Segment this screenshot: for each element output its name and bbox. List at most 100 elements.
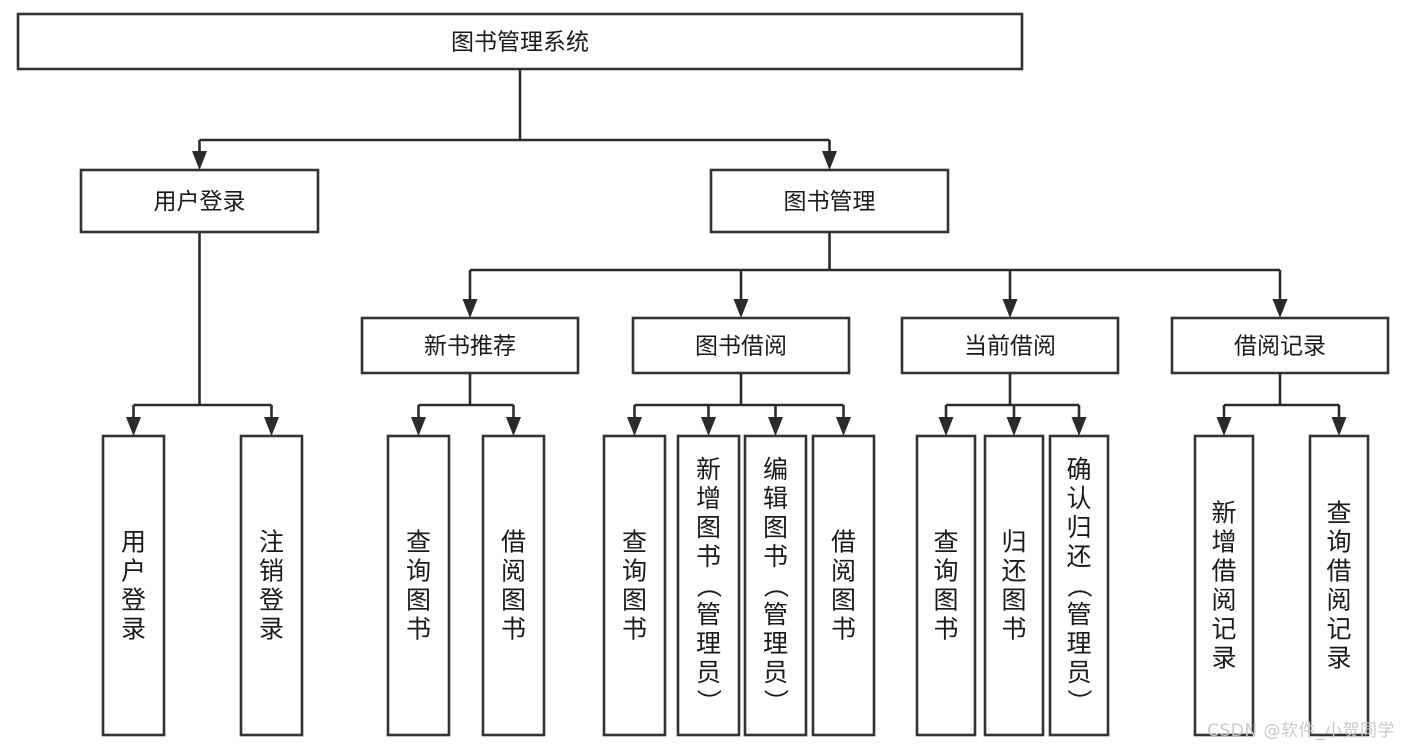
node-book-manage[interactable]: 图书管理 xyxy=(709,168,950,234)
node-label-char: 录 xyxy=(1326,644,1351,673)
arrow-head-icon xyxy=(1002,299,1018,318)
arrow-head-icon xyxy=(126,417,141,436)
node-layer: 图书管理系统用户登录图书管理新书推荐图书借阅当前借阅借阅记录用户登录注销登录查询… xyxy=(16,12,1390,737)
arrow-head-icon xyxy=(768,417,783,436)
node-box-new-book-recommend xyxy=(360,316,580,375)
node-label-char: 图 xyxy=(501,586,526,615)
arrow-head-icon xyxy=(1216,417,1232,436)
node-label-char: 阅 xyxy=(1326,586,1351,615)
node-box-leaf-user-logout xyxy=(239,434,304,737)
node-label-char: 询 xyxy=(622,557,647,586)
node-label-char: 借 xyxy=(1326,557,1351,586)
node-label-char: 编 xyxy=(763,455,788,484)
node-new-book-recommend[interactable]: 新书推荐 xyxy=(360,316,580,375)
node-box-leaf-borrow-book-2 xyxy=(811,434,876,737)
node-label-char: 书 xyxy=(501,615,526,644)
arrow-head-icon xyxy=(264,417,279,436)
arrow-head-icon xyxy=(1071,417,1087,436)
node-label-char: 图 xyxy=(1001,586,1026,615)
node-label-char: 书 xyxy=(622,615,647,644)
node-label-char: 员 xyxy=(696,658,721,687)
node-label-char: 确 xyxy=(1066,455,1091,484)
csdn-watermark: CSDN @软件_小贺同学 xyxy=(1207,721,1395,741)
arrow-head-icon xyxy=(506,417,521,436)
node-label-char: 员 xyxy=(763,658,788,687)
node-borrow-record[interactable]: 借阅记录 xyxy=(1170,316,1390,375)
node-label-char: 理 xyxy=(1066,629,1091,658)
node-label-char: 管 xyxy=(763,600,788,629)
node-label-char: 书 xyxy=(1001,615,1026,644)
arrow-head-icon xyxy=(836,417,851,436)
node-label-char: 销 xyxy=(259,557,284,586)
node-label-user-login: 用户登录 xyxy=(154,189,246,215)
node-label-char: ） xyxy=(761,689,790,714)
node-book-borrow[interactable]: 图书借阅 xyxy=(631,316,851,375)
node-label-char: 户 xyxy=(121,557,146,586)
node-label-borrow-record: 借阅记录 xyxy=(1234,334,1326,360)
node-box-leaf-query-book-1 xyxy=(386,434,451,737)
node-label-char: 辑 xyxy=(763,484,788,513)
node-box-leaf-add-record xyxy=(1193,434,1255,737)
connector-layer xyxy=(126,69,1347,436)
arrow-head-icon xyxy=(733,299,749,318)
node-label-char: 询 xyxy=(1326,528,1351,557)
node-box-book-borrow xyxy=(631,316,851,375)
node-box-book-manage xyxy=(709,168,950,234)
node-label-char: 查 xyxy=(1326,499,1351,528)
node-label-char: 用 xyxy=(121,528,146,557)
node-label-char: 阅 xyxy=(1211,586,1236,615)
arrow-head-icon xyxy=(627,417,642,436)
node-box-user-login xyxy=(79,168,320,234)
node-label-char: 新 xyxy=(1211,499,1236,528)
node-label-char: 书 xyxy=(406,615,431,644)
node-label-char: 记 xyxy=(1326,615,1351,644)
node-box-leaf-query-record xyxy=(1308,434,1370,737)
node-label-char: 书 xyxy=(696,542,721,571)
node-label-book-borrow: 图书借阅 xyxy=(695,334,787,360)
node-user-login[interactable]: 用户登录 xyxy=(79,168,320,234)
arrow-head-icon xyxy=(938,417,954,436)
node-label-char: 管 xyxy=(696,600,721,629)
node-label-char: 图 xyxy=(831,586,856,615)
node-label-char: 归 xyxy=(1066,513,1091,542)
node-box-leaf-borrow-book-1 xyxy=(481,434,546,737)
node-label-char: 登 xyxy=(121,586,146,615)
node-box-leaf-user-login xyxy=(101,434,166,737)
node-root[interactable]: 图书管理系统 xyxy=(16,12,1024,71)
node-box-leaf-query-book-3 xyxy=(915,434,977,737)
node-label-root: 图书管理系统 xyxy=(451,30,589,56)
node-label-new-book-recommend: 新书推荐 xyxy=(424,334,516,360)
node-label-char: 录 xyxy=(259,615,284,644)
node-box-leaf-return-book xyxy=(983,434,1045,737)
node-label-char: 书 xyxy=(763,542,788,571)
node-current-borrow[interactable]: 当前借阅 xyxy=(900,316,1120,375)
arrow-head-icon xyxy=(1331,417,1347,436)
node-label-char: 员 xyxy=(1066,658,1091,687)
node-label-char: 图 xyxy=(933,586,958,615)
node-label-char: 理 xyxy=(763,629,788,658)
node-label-char: 注 xyxy=(259,528,284,557)
node-leaf-user-login[interactable]: 用户登录 xyxy=(101,434,166,737)
arrow-head-icon xyxy=(192,151,207,170)
node-box-root xyxy=(16,12,1024,71)
node-label-char: 记 xyxy=(1211,615,1236,644)
node-label-char: 增 xyxy=(1211,528,1236,557)
node-label-char: 借 xyxy=(1211,557,1236,586)
node-label-char: （ xyxy=(761,573,790,598)
node-label-char: 书 xyxy=(933,615,958,644)
node-label-char: 询 xyxy=(933,557,958,586)
node-label-char: 增 xyxy=(696,484,721,513)
